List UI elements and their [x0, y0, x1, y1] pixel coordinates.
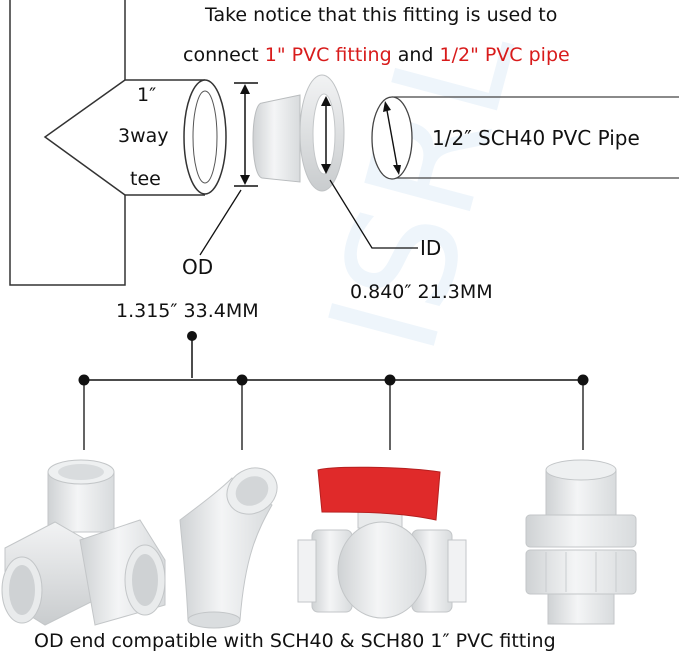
pipe-arrowhead-top: [383, 101, 391, 112]
od-arrowhead-bottom: [240, 175, 250, 185]
id-value: 0.840″ 21.3MM: [350, 281, 493, 303]
notice-pipe-size: 1/2" PVC pipe: [439, 44, 570, 66]
od-value: 1.315″ 33.4MM: [116, 300, 259, 322]
tee-outline-lower: [9, 0, 205, 286]
id-arrowhead-top: [321, 96, 331, 106]
notice-line-1: Take notice that this fitting is used to: [205, 4, 558, 26]
id-arrowhead-bottom: [321, 164, 331, 174]
od-label: OD: [182, 255, 214, 279]
tee-kind-label: 3way: [118, 125, 169, 147]
tee-size-label: 1″: [137, 84, 157, 106]
tee-socket-inner: [192, 90, 218, 184]
bushing-bore: [312, 93, 336, 175]
notice-line-2: connect 1" PVC fitting and 1/2" PVC pipe: [183, 46, 570, 65]
bushing-body: [252, 94, 301, 183]
od-arrowhead-top: [240, 84, 250, 94]
tee-socket-mouth: [183, 79, 227, 195]
tree-node-root: [187, 331, 197, 341]
fitting-ball-valve: [297, 466, 467, 619]
notice-connect: connect: [183, 44, 265, 66]
tee-word-label: tee: [130, 168, 161, 190]
fitting-3way-tee: [1, 459, 166, 626]
fitting-45-elbow: [179, 467, 278, 629]
id-label: ID: [420, 236, 442, 260]
od-leader: [199, 189, 242, 256]
fitting-union: [525, 459, 637, 625]
tee-outline-upper: [124, 0, 205, 81]
notice-and: and: [391, 44, 440, 66]
notice-fitting-size: 1" PVC fitting: [264, 44, 392, 66]
footer-caption: OD end compatible with SCH40 & SCH80 1″ …: [34, 630, 556, 652]
tee-socket-chevron: [43, 79, 126, 196]
id-leader: [329, 179, 418, 249]
pipe-label: 1/2″ SCH40 PVC Pipe: [432, 126, 640, 150]
pipe-id-arrow: [385, 104, 399, 172]
pipe-arrowhead-bottom: [393, 165, 401, 175]
